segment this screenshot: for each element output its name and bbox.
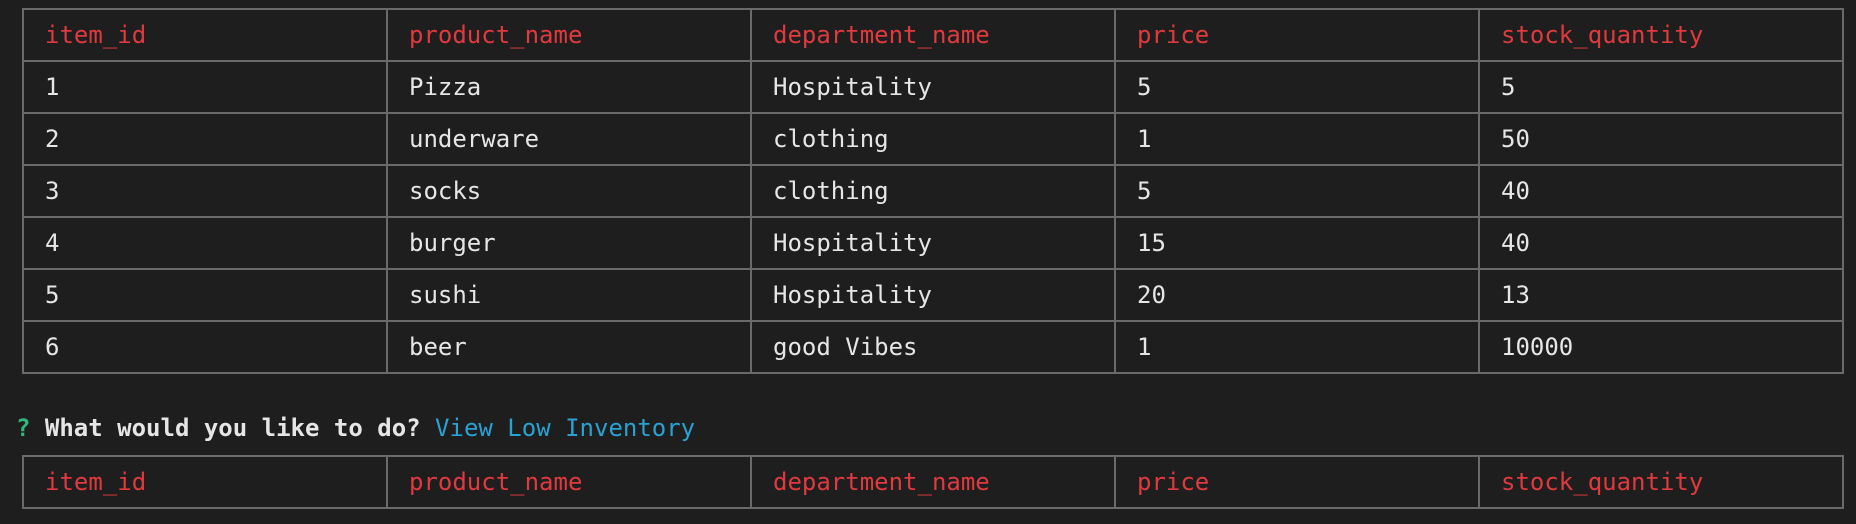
cell-item-id: 3 bbox=[22, 164, 388, 218]
table-header-row: item_id product_name department_name pri… bbox=[22, 8, 1844, 62]
column-header-product-name: product_name bbox=[386, 8, 752, 62]
cell-department-name: clothing bbox=[750, 164, 1116, 218]
column-header-price: price bbox=[1114, 8, 1480, 62]
prompt-question: What would you like to do? bbox=[44, 414, 421, 442]
column-header-department-name: department_name bbox=[750, 8, 1116, 62]
cell-department-name: good Vibes bbox=[750, 320, 1116, 374]
column-header-department-name: department_name bbox=[750, 455, 1116, 509]
question-mark-icon: ? bbox=[16, 414, 31, 442]
inquirer-prompt: ? What would you like to do? View Low In… bbox=[16, 408, 695, 448]
low-inventory-table: item_id product_name department_name pri… bbox=[22, 455, 1844, 509]
cell-stock-quantity: 10000 bbox=[1478, 320, 1844, 374]
table-row: 5 sushi Hospitality 20 13 bbox=[22, 268, 1844, 322]
prompt-selected-answer: View Low Inventory bbox=[435, 414, 696, 442]
column-header-stock-quantity: stock_quantity bbox=[1478, 455, 1844, 509]
cell-stock-quantity: 5 bbox=[1478, 60, 1844, 114]
table-row: 4 burger Hospitality 15 40 bbox=[22, 216, 1844, 270]
cell-product-name: Pizza bbox=[386, 60, 752, 114]
cell-item-id: 4 bbox=[22, 216, 388, 270]
table-header-row: item_id product_name department_name pri… bbox=[22, 455, 1844, 509]
cell-price: 1 bbox=[1114, 112, 1480, 166]
column-header-product-name: product_name bbox=[386, 455, 752, 509]
column-header-price: price bbox=[1114, 455, 1480, 509]
table-row: 3 socks clothing 5 40 bbox=[22, 164, 1844, 218]
cell-price: 5 bbox=[1114, 60, 1480, 114]
cell-item-id: 1 bbox=[22, 60, 388, 114]
cell-item-id: 2 bbox=[22, 112, 388, 166]
cell-department-name: clothing bbox=[750, 112, 1116, 166]
cell-department-name: Hospitality bbox=[750, 60, 1116, 114]
cell-stock-quantity: 40 bbox=[1478, 164, 1844, 218]
cell-department-name: Hospitality bbox=[750, 268, 1116, 322]
cell-product-name: underware bbox=[386, 112, 752, 166]
column-header-stock-quantity: stock_quantity bbox=[1478, 8, 1844, 62]
cell-stock-quantity: 13 bbox=[1478, 268, 1844, 322]
cell-product-name: socks bbox=[386, 164, 752, 218]
cell-item-id: 6 bbox=[22, 320, 388, 374]
cell-product-name: beer bbox=[386, 320, 752, 374]
cell-product-name: burger bbox=[386, 216, 752, 270]
cell-department-name: Hospitality bbox=[750, 216, 1116, 270]
column-header-item-id: item_id bbox=[22, 8, 388, 62]
cell-price: 5 bbox=[1114, 164, 1480, 218]
cell-stock-quantity: 50 bbox=[1478, 112, 1844, 166]
cell-item-id: 5 bbox=[22, 268, 388, 322]
table-row: 1 Pizza Hospitality 5 5 bbox=[22, 60, 1844, 114]
table-row: 2 underware clothing 1 50 bbox=[22, 112, 1844, 166]
column-header-item-id: item_id bbox=[22, 455, 388, 509]
cell-price: 1 bbox=[1114, 320, 1480, 374]
cell-price: 20 bbox=[1114, 268, 1480, 322]
cell-stock-quantity: 40 bbox=[1478, 216, 1844, 270]
table-row: 6 beer good Vibes 1 10000 bbox=[22, 320, 1844, 374]
cell-price: 15 bbox=[1114, 216, 1480, 270]
cell-product-name: sushi bbox=[386, 268, 752, 322]
product-table: item_id product_name department_name pri… bbox=[22, 8, 1844, 374]
